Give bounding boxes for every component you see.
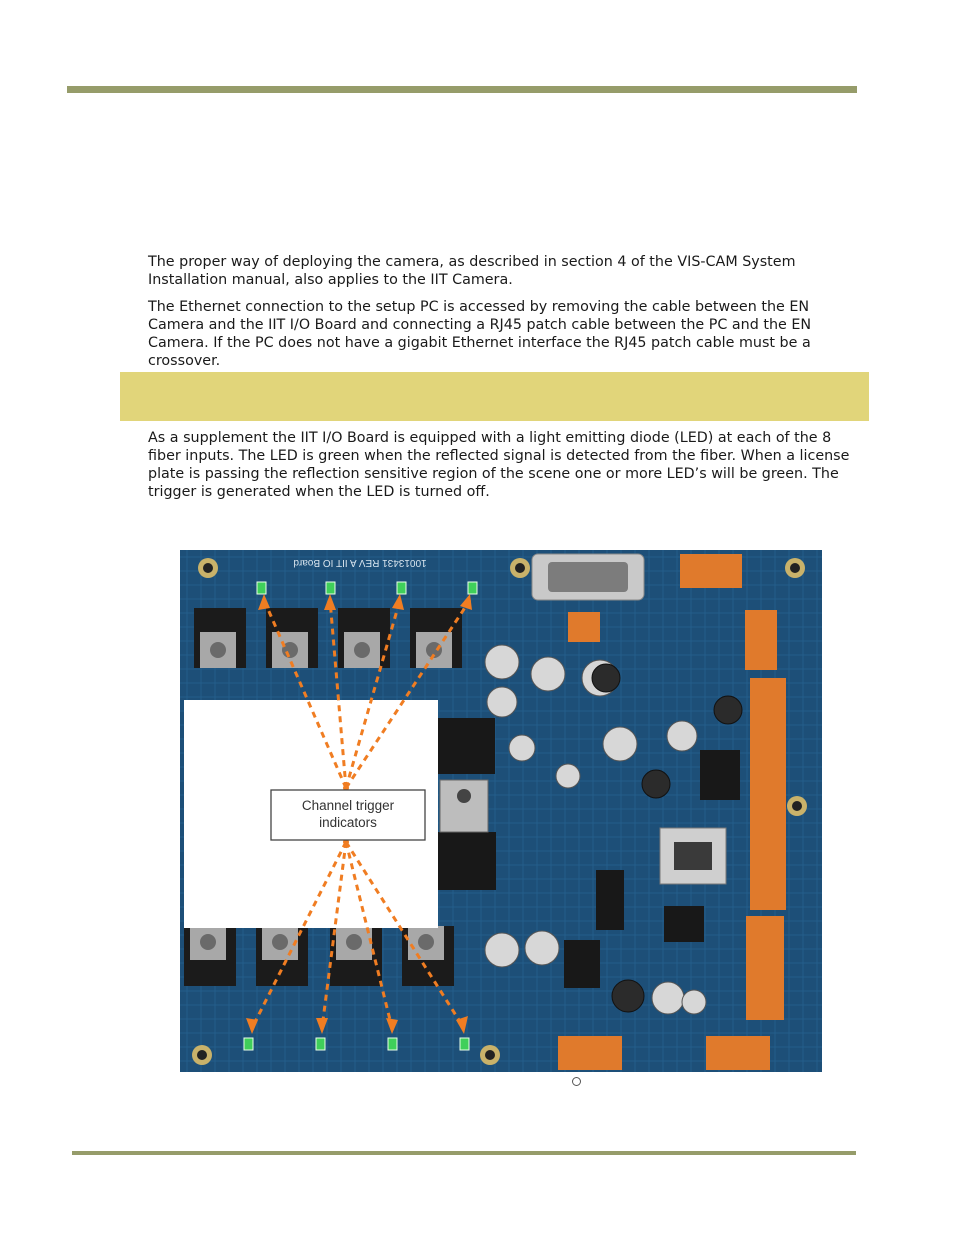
- callout-box: [270, 789, 426, 841]
- io-board-photo: 10013431 REV A IIT IO Board: [180, 550, 822, 1072]
- voltage-regulator: [439, 779, 489, 833]
- arrow-heads: [246, 594, 472, 1034]
- inductor-icon: [591, 663, 743, 1013]
- figure-caption-marker: [572, 1077, 581, 1086]
- fiber-inputs-top: [194, 608, 462, 668]
- rj45-jack-icon: [659, 827, 727, 885]
- connector-icon: [558, 554, 786, 1070]
- paragraph-ethernet: The Ethernet connection to the setup PC …: [148, 299, 812, 369]
- led-indicator-icon: [243, 581, 478, 1051]
- paragraph-deployment: The proper way of deploying the camera, …: [148, 254, 796, 288]
- paragraph-led-indicators: As a supplement the IIT I/O Board is equ…: [148, 430, 850, 500]
- footer-rule: [72, 1151, 856, 1155]
- header-rule: [67, 86, 857, 93]
- callout-label-line1: Channel trigger: [302, 798, 395, 813]
- fiber-inputs-bottom: [184, 926, 454, 986]
- db-connector: [531, 553, 645, 601]
- callout-label-line2: indicators: [319, 815, 377, 830]
- callout-arrows: [250, 599, 472, 1029]
- ic-chips: [435, 718, 740, 988]
- mounting-holes: [192, 558, 807, 1065]
- board-silkscreen: 10013431 REV A IIT IO Board: [293, 557, 426, 568]
- io-board-figure: 10013431 REV A IIT IO Board: [180, 550, 822, 1072]
- section-heading-band: [120, 372, 869, 421]
